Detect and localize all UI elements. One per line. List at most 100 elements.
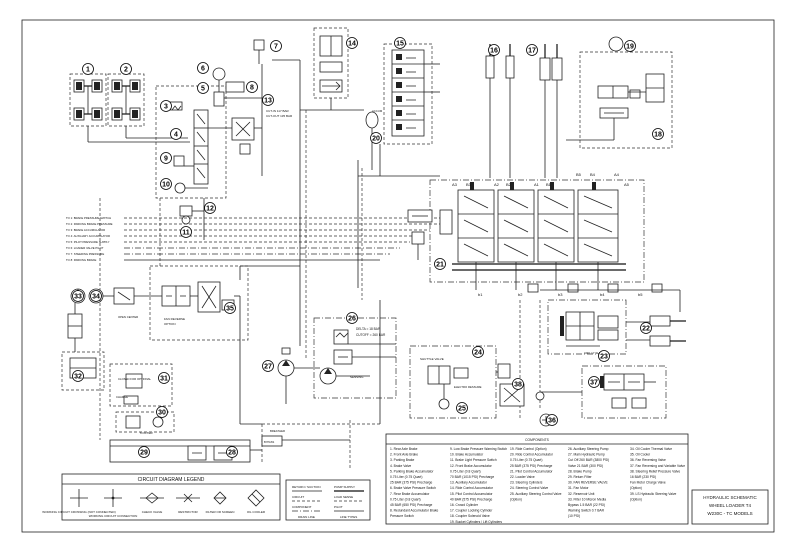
note-delta: DELTA = 18 BAR: [356, 327, 381, 331]
component-col1-6: 25 BAR (375 PSI) Precharge: [390, 481, 432, 485]
svg-text:32: 32: [74, 373, 82, 380]
return-manifold-lines: BYPASS: [250, 300, 381, 470]
legend-oil-cooler: OIL COOLER: [247, 510, 266, 514]
callout-15: 15: [394, 37, 406, 49]
cooler-and-fan-valve: [134, 265, 249, 341]
port-a3: A3: [452, 182, 458, 187]
side-note-3: TO 3: BRAKE ACCUMULATOR: [66, 228, 105, 232]
callout-2: 2: [120, 63, 132, 75]
component-col4-1: 27. Main Hydraulic Pump: [568, 453, 605, 457]
note-filter: 6 FILTER: [140, 431, 153, 435]
svg-text:24: 24: [474, 349, 482, 356]
legend-connection: WORKING CIRCUIT CONNECTION: [89, 514, 138, 518]
port-b5-lower: b5: [638, 292, 643, 297]
callout-4: 4: [170, 128, 182, 140]
svg-text:15: 15: [396, 40, 404, 47]
rear-axle-brakes: [69, 73, 107, 127]
callout-31: 31: [158, 372, 170, 384]
title-block: HYDRAULIC SCHEMATIC WHEEL LOADER T4 W230…: [691, 489, 769, 525]
svg-text:18: 18: [654, 131, 662, 138]
svg-text:33: 33: [74, 293, 82, 300]
component-col3-7: 24. Steering Control Valve: [510, 486, 548, 490]
port-a4: A4: [614, 172, 620, 177]
svg-text:26: 26: [348, 315, 356, 322]
front-axle-brakes: [107, 73, 145, 127]
svg-text:21: 21: [436, 261, 444, 268]
callout-12: 12: [204, 202, 216, 214]
component-col3-9: (Option): [510, 497, 522, 501]
component-col3-0: 19. Ride Control (Option): [510, 447, 547, 451]
line-type-drain: DRAIN LINE: [298, 515, 315, 519]
legend-crossing: WORKING CIRCUIT CROSSING (NOT CONNECTED): [42, 510, 115, 514]
component-col1-8: 7. Rear Brake Accumulator: [390, 492, 430, 496]
side-note-1: TO 1: BRAKE PRESSURE SWITCH: [66, 216, 111, 220]
callout-26: 26: [346, 312, 358, 324]
sheet-border: [21, 19, 775, 533]
component-col2-11: 17. Coupler Locking Cylinder: [450, 509, 493, 513]
title-line-3: W230C - TC MODELS: [707, 511, 752, 516]
callout-1: 1: [82, 63, 94, 75]
fan-reversing-valve: [540, 365, 667, 419]
svg-text:7: 7: [274, 43, 278, 50]
svg-text:37: 37: [590, 379, 598, 386]
svg-text:14: 14: [348, 40, 356, 47]
component-col2-6: 13. Auxiliary Accumulator: [450, 481, 488, 485]
callout-19: 19: [624, 40, 636, 52]
steering-cylinders: [649, 315, 686, 347]
callout-18: 18: [652, 128, 664, 140]
component-col5-6: Fan Motor Charge Valve: [630, 481, 666, 485]
callouts: 1 2 3 4 5 6 7 8 9 10 11 12 13 14 15 16 1…: [72, 37, 664, 458]
line-type-pump: PUMP SUPPLY: [334, 485, 355, 489]
legend-filter: FILTER OR SCREEN: [206, 510, 235, 514]
component-col1-9: 0.75 Liter (0.8 Quart): [390, 497, 421, 501]
line-type-circuit: CIRCUIT: [292, 495, 304, 499]
line-type-pilot: PILOT: [334, 505, 343, 509]
callout-3: 3: [160, 100, 172, 112]
component-col5-9: (Option): [630, 497, 642, 501]
component-col1-10: 45 BAR (650 PSI) Precharge: [390, 503, 432, 507]
side-note-6: TO 6: LOADER VALVE PILOT: [66, 246, 104, 250]
component-col4-7: 31. Fan Motor: [568, 486, 589, 490]
component-col1-12: Pressure Switch: [390, 514, 414, 518]
component-col2-12: 18. Coupler Solenoid Valve: [450, 514, 490, 518]
components-heading: COMPONENTS: [525, 438, 549, 442]
port-a1: A1: [534, 182, 540, 187]
callout-27: 27: [262, 360, 274, 372]
line-type-heading: LINE TYPES: [340, 515, 357, 519]
svg-text:35: 35: [226, 305, 234, 312]
callout-34: 34: [90, 290, 102, 302]
port-b1-lower: b1: [478, 292, 483, 297]
component-col5-7: (Option): [630, 486, 642, 490]
legend-title: CIRCUIT DIAGRAM LEGEND: [138, 477, 205, 483]
callout-25: 25: [456, 402, 468, 414]
line-type-return: RETURN / SUCTION: [292, 485, 321, 489]
legend-check-valve: CHECK VALVE: [142, 510, 163, 514]
ride-control-valve: [300, 27, 364, 111]
component-col1-5: 0.75 Liter (0.75 Quart): [390, 475, 422, 479]
component-col4-11: Warning Switch 0.7 BAR: [568, 509, 605, 513]
coupler-valve-box: [566, 36, 673, 149]
svg-text:29: 29: [140, 449, 148, 456]
lift-cylinders: [539, 44, 563, 178]
note-sensor: ELECTRO RESSURE: [454, 385, 482, 389]
svg-text:30: 30: [158, 409, 166, 416]
component-col2-10: 16. Crowd Cylinder: [450, 503, 479, 507]
brake-valve-group: [155, 39, 265, 199]
component-col2-0: 9. Low Brake Pressure Warning Switch: [450, 447, 507, 451]
component-col2-3: 12. Front Brake Accumulator: [450, 464, 493, 468]
component-col3-4: 21. Pilot Control Accumulator: [510, 469, 553, 473]
component-col2-2: 11. Brake Light Pressure Switch: [450, 458, 497, 462]
port-b3-lower: b3: [558, 292, 563, 297]
pilot-line-bundle: [124, 217, 440, 261]
steering-valve: [547, 299, 650, 355]
svg-text:13: 13: [264, 97, 272, 104]
port-b2: B2: [506, 182, 512, 187]
side-note-8: TO 8: PARKING BRAKE: [66, 258, 96, 262]
annotation-notes: CUT-IN 117 BAR CUT-OUT 135 BAR DELTA = 1…: [116, 109, 605, 435]
callout-5: 5: [197, 82, 209, 94]
note-cutoff: CUTOFF = 260 BAR: [356, 333, 386, 337]
note-charge: CHARGE: [116, 395, 128, 399]
svg-text:12: 12: [206, 205, 214, 212]
svg-text:1: 1: [86, 66, 90, 73]
